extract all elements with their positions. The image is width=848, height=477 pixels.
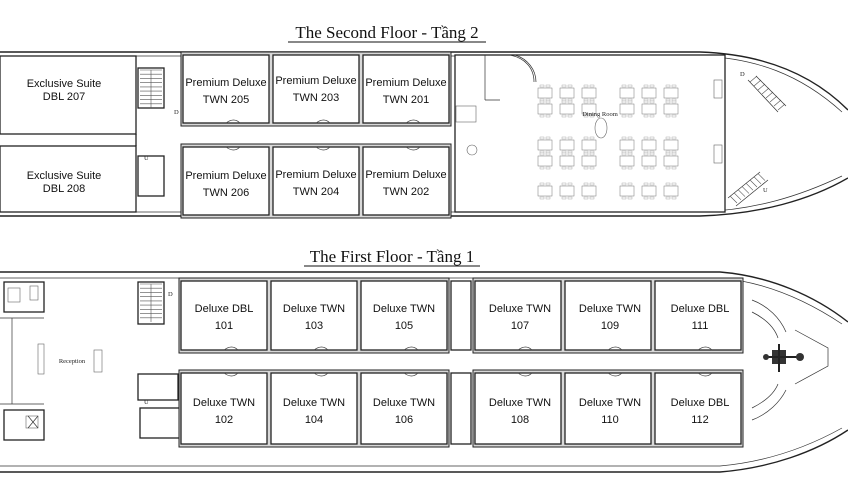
first-floor-wc — [139, 407, 181, 439]
room-207-code: DBL 207 — [43, 91, 85, 103]
room-111-box — [654, 280, 742, 351]
svg-text:D: D — [168, 291, 173, 298]
room-206-name: Premium Deluxe — [185, 170, 266, 182]
room-107-code: 107 — [511, 320, 529, 332]
room-201-box — [362, 54, 450, 124]
room-109-code: 109 — [601, 320, 619, 332]
room-106-box — [360, 372, 448, 445]
suite-208-box — [0, 145, 137, 213]
room-207-name: Exclusive Suite — [27, 78, 102, 90]
room-107-box — [474, 280, 562, 351]
room-104-code: 104 — [305, 414, 323, 426]
room-105-name: Deluxe TWN — [373, 303, 435, 315]
first-floor-service-bottom — [450, 372, 472, 445]
room-203-code: TWN 203 — [293, 92, 339, 104]
room-205-code: TWN 205 — [203, 94, 249, 106]
first-floor-bow-equipment — [751, 299, 829, 421]
second-floor-room-labels: Exclusive Suite DBL 207 Exclusive Suite … — [27, 75, 447, 199]
room-204-code: TWN 204 — [293, 186, 339, 198]
second-floor-stair-top: D — [137, 67, 179, 116]
suite-207-box — [0, 55, 137, 135]
room-110-code: 110 — [601, 414, 619, 426]
room-102-name: Deluxe TWN — [193, 397, 255, 409]
room-109-name: Deluxe TWN — [579, 303, 641, 315]
room-208-name: Exclusive Suite — [27, 170, 102, 182]
reception-label: Reception — [59, 358, 86, 365]
aft-cabin-bottom — [3, 409, 45, 441]
room-110-box — [564, 372, 652, 445]
first-floor-hull — [0, 271, 848, 473]
room-112-name: Deluxe DBL — [671, 397, 730, 409]
room-106-code: 106 — [395, 414, 413, 426]
second-floor-title: The Second Floor - Tầng 2 — [295, 23, 478, 42]
room-208-code: DBL 208 — [43, 183, 85, 195]
room-111-name: Deluxe DBL — [671, 303, 730, 315]
first-floor-room-labels: Deluxe DBL 101 Deluxe TWN 103 Deluxe TWN… — [193, 303, 729, 426]
svg-text:U: U — [763, 187, 768, 194]
room-108-name: Deluxe TWN — [489, 397, 551, 409]
first-floor-title: The First Floor - Tầng 1 — [310, 247, 474, 266]
room-102-code: 102 — [215, 414, 233, 426]
room-204-box — [272, 146, 360, 216]
room-203-box — [272, 54, 360, 124]
room-109-box — [564, 280, 652, 351]
room-104-box — [270, 372, 358, 445]
room-112-box — [654, 372, 742, 445]
room-110-name: Deluxe TWN — [579, 397, 641, 409]
room-205-box — [182, 54, 270, 124]
room-103-box — [270, 280, 358, 351]
first-floor-service-top — [450, 280, 472, 351]
room-206-code: TWN 206 — [203, 187, 249, 199]
room-101-name: Deluxe DBL — [195, 303, 254, 315]
room-206-box — [182, 146, 270, 216]
room-101-box — [180, 280, 268, 351]
room-106-name: Deluxe TWN — [373, 397, 435, 409]
svg-text:D: D — [740, 71, 745, 78]
bow-stair-bottom: U — [727, 171, 769, 207]
room-201-code: TWN 201 — [383, 94, 429, 106]
room-103-code: 103 — [305, 320, 323, 332]
room-108-box — [474, 372, 562, 445]
room-103-name: Deluxe TWN — [283, 303, 345, 315]
room-203-name: Premium Deluxe — [275, 75, 356, 87]
second-floor-stair-bottom: U — [137, 155, 165, 197]
room-112-code: 112 — [691, 414, 709, 426]
first-floor-stair-bottom — [137, 373, 179, 401]
second-floor-hull — [0, 51, 848, 217]
room-202-name: Premium Deluxe — [365, 169, 446, 181]
room-202-box — [362, 146, 450, 216]
svg-text:U: U — [144, 399, 149, 406]
dining-room-label: Dining Room — [582, 111, 618, 118]
room-101-code: 101 — [215, 320, 233, 332]
second-floor-plan: D U Dining Room D — [0, 51, 848, 219]
svg-text:D: D — [174, 109, 179, 116]
room-105-box — [360, 280, 448, 351]
room-205-name: Premium Deluxe — [185, 77, 266, 89]
room-108-code: 108 — [511, 414, 529, 426]
room-107-name: Deluxe TWN — [489, 303, 551, 315]
room-204-name: Premium Deluxe — [275, 169, 356, 181]
room-102-box — [180, 372, 268, 445]
room-202-code: TWN 202 — [383, 186, 429, 198]
room-201-name: Premium Deluxe — [365, 77, 446, 89]
room-105-code: 105 — [395, 320, 413, 332]
bow-stair-top: D — [740, 71, 787, 113]
svg-text:U: U — [144, 155, 149, 162]
room-104-name: Deluxe TWN — [283, 397, 345, 409]
room-111-code: 111 — [692, 320, 709, 332]
first-floor-plan: Reception D U — [0, 271, 848, 473]
